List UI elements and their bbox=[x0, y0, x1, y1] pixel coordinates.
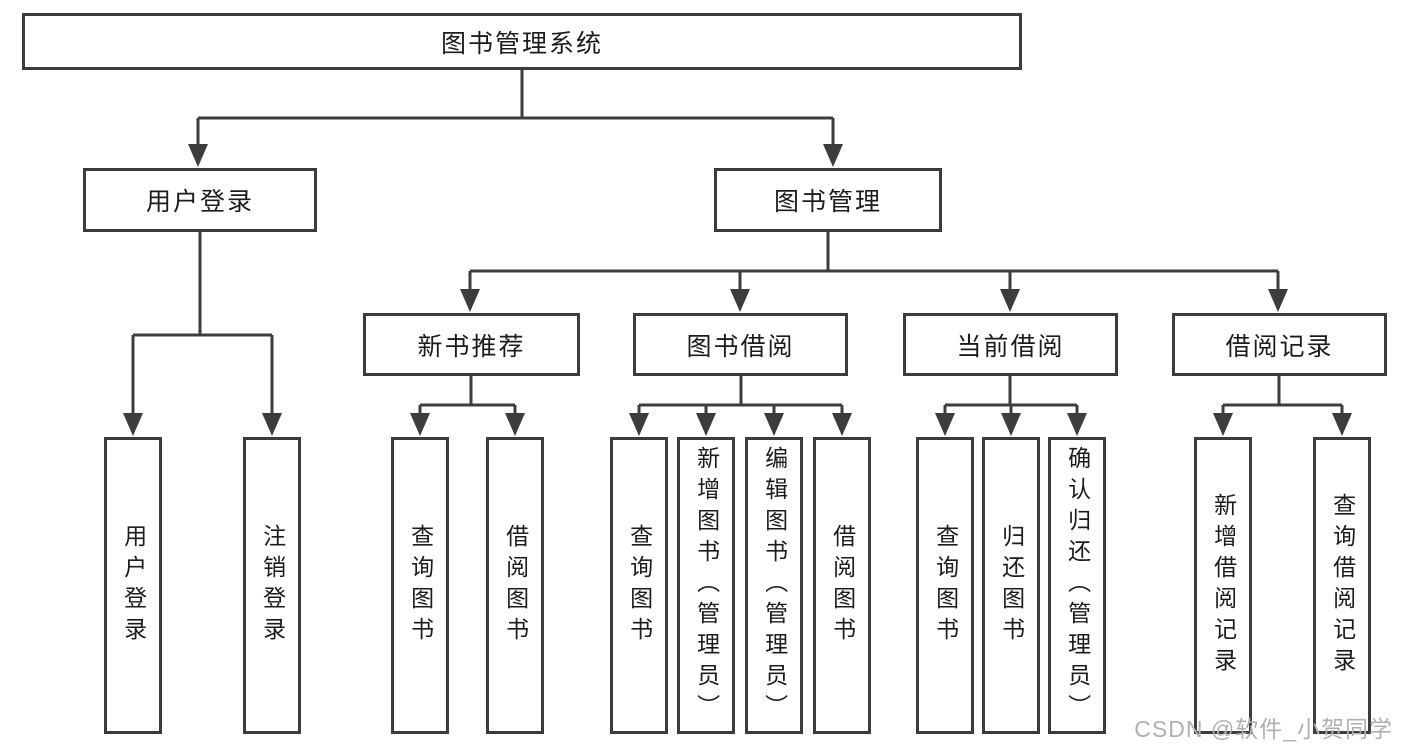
leaf-add-borrow-record: 新增借阅记录 bbox=[1194, 437, 1252, 734]
arrowhead-icon bbox=[823, 144, 843, 167]
leaf-return-books: 归还图书 bbox=[982, 437, 1040, 734]
leaf-confirm-return-admin: 确认归还（管理员） bbox=[1048, 437, 1106, 734]
leaf-query-books-current-label: 查询图书 bbox=[932, 523, 959, 648]
connector-userlogin-to-leaves bbox=[131, 232, 274, 416]
arrowhead-icon bbox=[1213, 413, 1233, 436]
leaf-query-books-borrowing: 查询图书 bbox=[610, 437, 668, 734]
leaf-edit-book-admin: 编辑图书（管理员） bbox=[745, 437, 803, 734]
arrowhead-icon bbox=[188, 144, 208, 167]
leaf-query-books-borrowing-label: 查询图书 bbox=[626, 523, 653, 648]
node-current-borrowing-label: 当前借阅 bbox=[956, 332, 1065, 361]
arrowhead-icon bbox=[629, 413, 649, 436]
arrowhead-icon bbox=[764, 413, 784, 436]
leaf-borrow-books-borrowing-label: 借阅图书 bbox=[829, 523, 856, 648]
connector-records-to-leaves bbox=[1221, 376, 1344, 416]
arrowhead-icon bbox=[832, 413, 852, 436]
leaf-confirm-return-admin-label: 确认归还（管理员） bbox=[1064, 446, 1091, 725]
node-book-borrowing-label: 图书借阅 bbox=[686, 332, 795, 361]
leaf-add-borrow-record-label: 新增借阅记录 bbox=[1210, 492, 1237, 679]
node-book-management-label: 图书管理 bbox=[773, 188, 882, 216]
arrowhead-icon bbox=[460, 289, 480, 312]
leaf-logout: 注销登录 bbox=[243, 437, 301, 734]
node-new-book-recommend-label: 新书推荐 bbox=[417, 332, 526, 361]
connector-root-to-level2 bbox=[196, 70, 835, 146]
node-user-login-group-label: 用户登录 bbox=[145, 188, 254, 216]
node-borrow-records: 借阅记录 bbox=[1172, 313, 1387, 376]
arrowhead-icon bbox=[410, 413, 430, 436]
leaf-return-books-label: 归还图书 bbox=[998, 523, 1025, 648]
leaf-query-books-recommend: 查询图书 bbox=[391, 437, 449, 734]
arrowhead-icon bbox=[730, 289, 750, 312]
node-book-borrowing: 图书借阅 bbox=[633, 313, 848, 376]
arrowhead-icon bbox=[262, 413, 282, 436]
connector-current-to-leaves bbox=[943, 376, 1079, 416]
connector-bookmgmt-to-level3 bbox=[468, 232, 1280, 292]
node-borrow-records-label: 借阅记录 bbox=[1225, 332, 1334, 361]
node-book-management: 图书管理 bbox=[714, 168, 942, 232]
arrowhead-icon bbox=[1067, 413, 1087, 436]
leaf-edit-book-admin-label: 编辑图书（管理员） bbox=[761, 446, 788, 725]
leaf-borrow-books-recommend-label: 借阅图书 bbox=[502, 523, 529, 648]
arrowhead-icon bbox=[696, 413, 716, 436]
arrowhead-icon bbox=[1268, 289, 1288, 312]
arrowhead-icon bbox=[123, 413, 143, 436]
connector-newbook-to-leaves bbox=[418, 376, 517, 416]
arrowhead-icon bbox=[1332, 413, 1352, 436]
arrowhead-icon bbox=[1000, 289, 1020, 312]
leaf-query-borrow-record: 查询借阅记录 bbox=[1313, 437, 1371, 734]
leaf-add-book-admin: 新增图书（管理员） bbox=[677, 437, 735, 734]
csdn-watermark: CSDN @软件_小贺同学 bbox=[1134, 716, 1393, 742]
leaf-query-books-current: 查询图书 bbox=[916, 437, 974, 734]
arrowhead-icon bbox=[505, 413, 525, 436]
node-root-label: 图书管理系统 bbox=[440, 29, 603, 58]
leaf-user-login-label: 用户登录 bbox=[120, 523, 147, 648]
leaf-query-borrow-record-label: 查询借阅记录 bbox=[1329, 492, 1356, 679]
connector-borrow-to-leaves bbox=[637, 376, 844, 416]
arrowhead-icon bbox=[1001, 413, 1021, 436]
node-user-login-group: 用户登录 bbox=[83, 168, 317, 232]
leaf-user-login: 用户登录 bbox=[104, 437, 162, 734]
arrowhead-icon bbox=[935, 413, 955, 436]
leaf-query-books-recommend-label: 查询图书 bbox=[407, 523, 434, 648]
node-root: 图书管理系统 bbox=[22, 13, 1022, 70]
node-current-borrowing: 当前借阅 bbox=[903, 313, 1118, 376]
leaf-borrow-books-borrowing: 借阅图书 bbox=[813, 437, 871, 734]
leaf-add-book-admin-label: 新增图书（管理员） bbox=[693, 446, 720, 725]
node-new-book-recommend: 新书推荐 bbox=[363, 313, 580, 376]
leaf-borrow-books-recommend: 借阅图书 bbox=[486, 437, 544, 734]
leaf-logout-label: 注销登录 bbox=[259, 523, 286, 648]
